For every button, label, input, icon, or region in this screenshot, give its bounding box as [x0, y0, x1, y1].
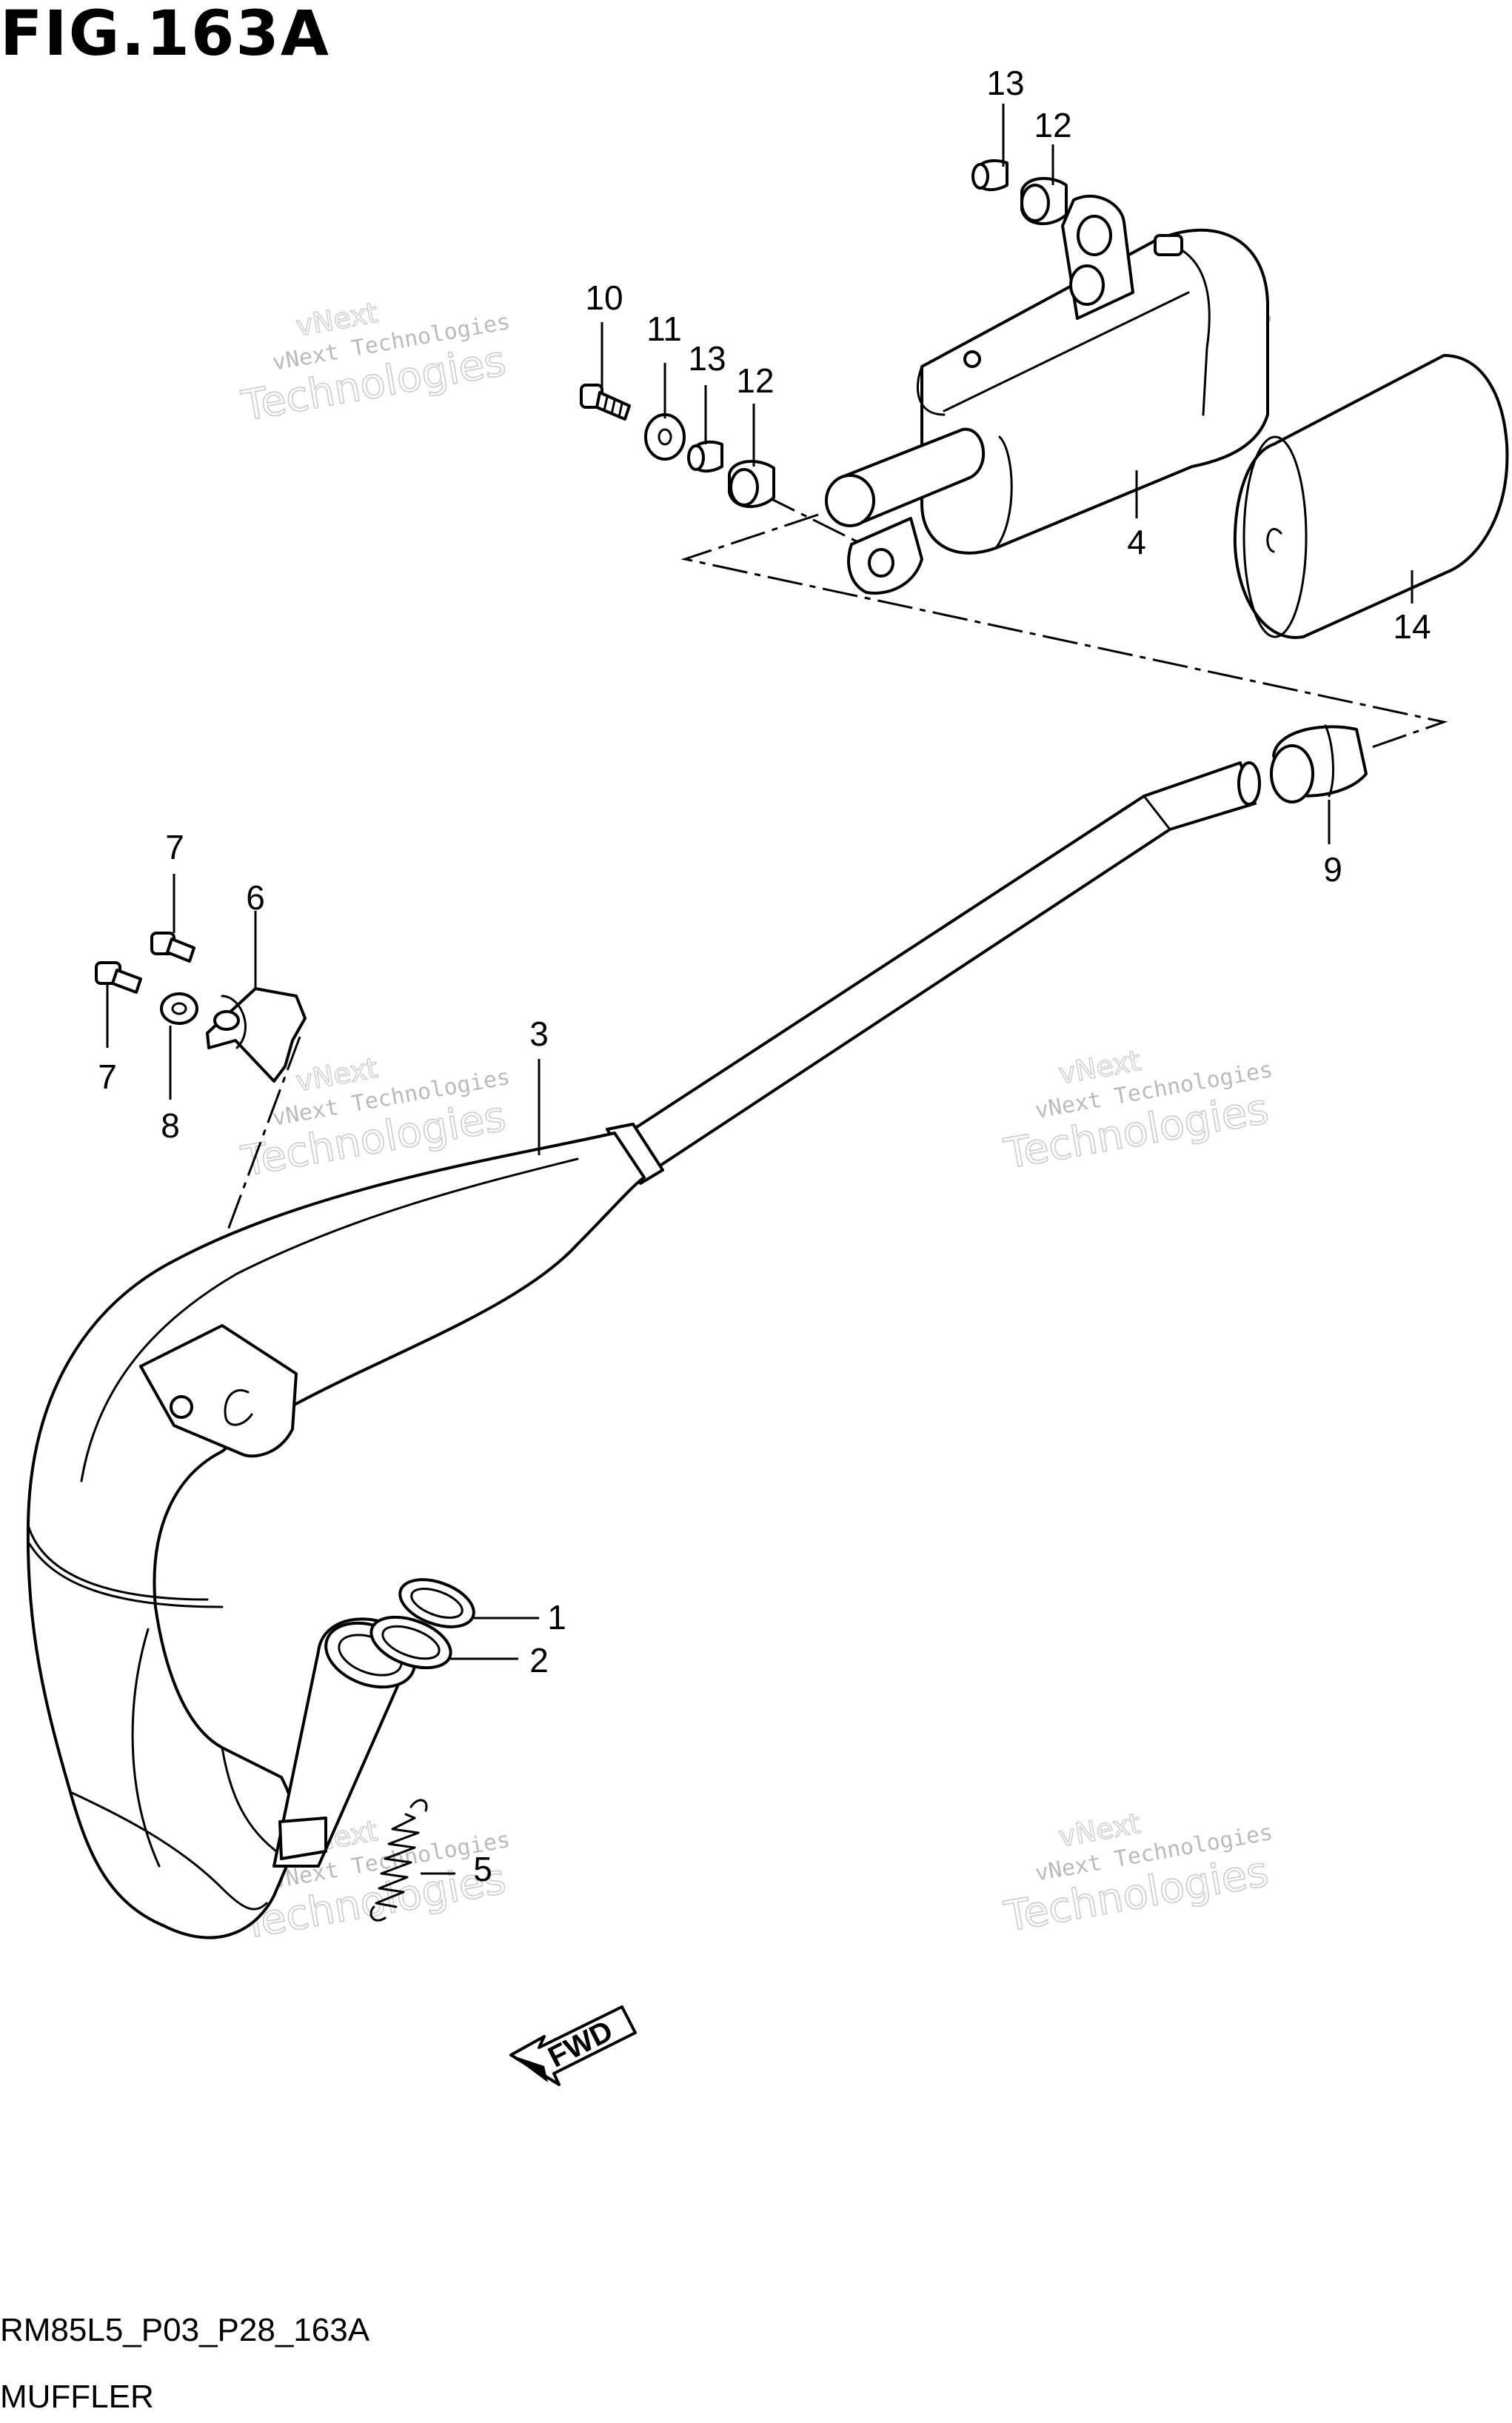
- bolt-7-lower: [95, 961, 142, 994]
- bolt-reference-line: [762, 493, 878, 553]
- callout-8: 8: [161, 1106, 180, 1145]
- callout-12-upper: 12: [1034, 106, 1071, 144]
- figure-title: FIG.163A: [0, 0, 330, 70]
- callout-6: 6: [246, 878, 265, 917]
- leader-lines: [106, 104, 1414, 1875]
- bolt-10: [580, 384, 631, 421]
- callout-7-lower: 7: [98, 1057, 117, 1096]
- callout-4: 4: [1127, 523, 1146, 561]
- collar-13-lower: [687, 441, 723, 473]
- washer-8: [160, 992, 198, 1025]
- forward-direction-arrow: FWD: [509, 2005, 637, 2086]
- callout-1: 1: [547, 1598, 566, 1637]
- silencer-packing: [1233, 354, 1509, 639]
- callout-3: 3: [529, 1015, 549, 1053]
- callout-7-upper: 7: [165, 828, 184, 866]
- callout-11: 11: [646, 310, 682, 348]
- silencer-body: [825, 194, 1269, 595]
- callout-10: 10: [585, 278, 623, 317]
- mounting-bracket: [206, 987, 307, 1083]
- gasket-2: [369, 1615, 452, 1670]
- exhaust-spring: [369, 1799, 428, 1922]
- exhaust-pipe: [26, 761, 1261, 1939]
- washer-11: [644, 413, 686, 461]
- callout-labels: 13 12 10 11 13 12 4 14 9 7 6 7 8 3 1 2 5: [98, 64, 1431, 1888]
- callout-5: 5: [473, 1850, 492, 1888]
- bolt-7-upper: [150, 932, 195, 963]
- gasket-1: [398, 1578, 475, 1628]
- figure-name: MUFFLER: [0, 2379, 154, 2415]
- callout-9: 9: [1323, 850, 1342, 889]
- grommet-12-lower: [728, 459, 775, 508]
- callout-2: 2: [529, 1641, 549, 1680]
- grommet-12-upper: [1020, 176, 1068, 225]
- callout-14: 14: [1393, 607, 1431, 646]
- callout-13-upper: 13: [986, 64, 1024, 102]
- figure-code: RM85L5_P03_P28_163A: [0, 2312, 370, 2348]
- callout-13-lower: 13: [688, 339, 726, 378]
- connector-seal: [1270, 724, 1368, 803]
- fwd-label: FWD: [543, 2014, 618, 2074]
- mount-reference-line: [680, 513, 1448, 749]
- collar-13-upper: [971, 159, 1008, 192]
- callout-12-lower: 12: [736, 361, 774, 400]
